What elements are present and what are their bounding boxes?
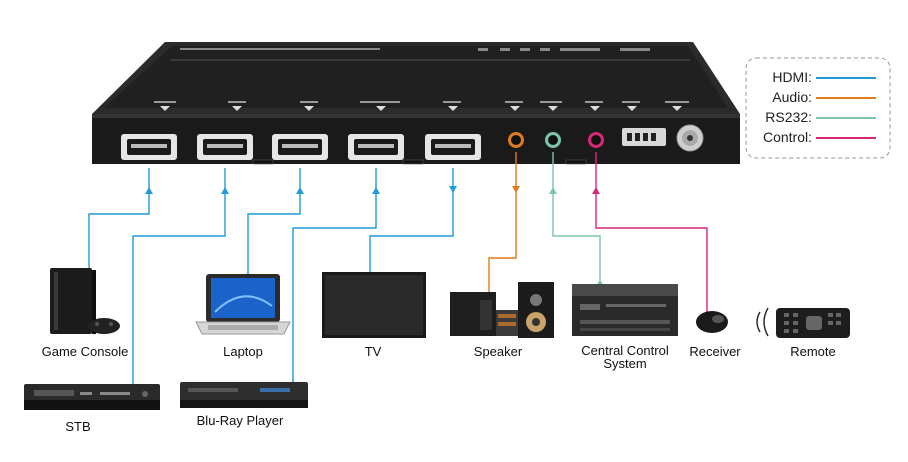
game-console-icon bbox=[50, 268, 120, 334]
remote-control-icon bbox=[776, 308, 850, 338]
device-label-remote: Remote bbox=[790, 344, 836, 359]
rs232-cable bbox=[549, 152, 603, 287]
device-label-laptop: Laptop bbox=[223, 344, 263, 359]
rs232-jack bbox=[545, 132, 561, 148]
control-system-icon bbox=[572, 284, 678, 336]
hdmi-port bbox=[272, 134, 328, 160]
audio-jack bbox=[508, 132, 524, 148]
device-label-game-console: Game Console bbox=[42, 344, 129, 359]
legend-label-hdmi: HDMI: bbox=[772, 69, 812, 85]
hdmi-port bbox=[197, 134, 253, 160]
legend-label-audio: Audio: bbox=[772, 89, 812, 105]
device-label-central-control-system: System bbox=[603, 356, 646, 371]
speaker-icon bbox=[450, 282, 554, 338]
legend: HDMI: Audio: RS232: Control: bbox=[745, 57, 891, 159]
control-jack bbox=[588, 132, 604, 148]
legend-label-control: Control: bbox=[763, 129, 812, 145]
laptop-icon bbox=[195, 274, 291, 335]
hdmi-port bbox=[348, 134, 404, 160]
power-connector bbox=[676, 124, 704, 152]
bluray-player-icon bbox=[180, 382, 308, 408]
hdmi-port bbox=[121, 134, 177, 160]
device-label-bluray: Blu-Ray Player bbox=[197, 413, 284, 428]
audio-cable bbox=[486, 152, 520, 301]
hdmi-port bbox=[425, 134, 481, 160]
device-label-receiver: Receiver bbox=[689, 344, 741, 359]
device-label-stb: STB bbox=[65, 419, 90, 434]
set-top-box-icon bbox=[24, 384, 160, 410]
device-label-tv: TV bbox=[365, 344, 382, 359]
ir-signal-icon bbox=[756, 307, 769, 337]
terminal-block bbox=[622, 128, 666, 146]
device-label-speaker: Speaker bbox=[474, 344, 523, 359]
ir-receiver-icon bbox=[696, 311, 728, 333]
device-label-central-control: Central Control bbox=[581, 343, 669, 358]
legend-label-rs232: RS232: bbox=[765, 109, 812, 125]
tv-icon bbox=[322, 272, 426, 338]
